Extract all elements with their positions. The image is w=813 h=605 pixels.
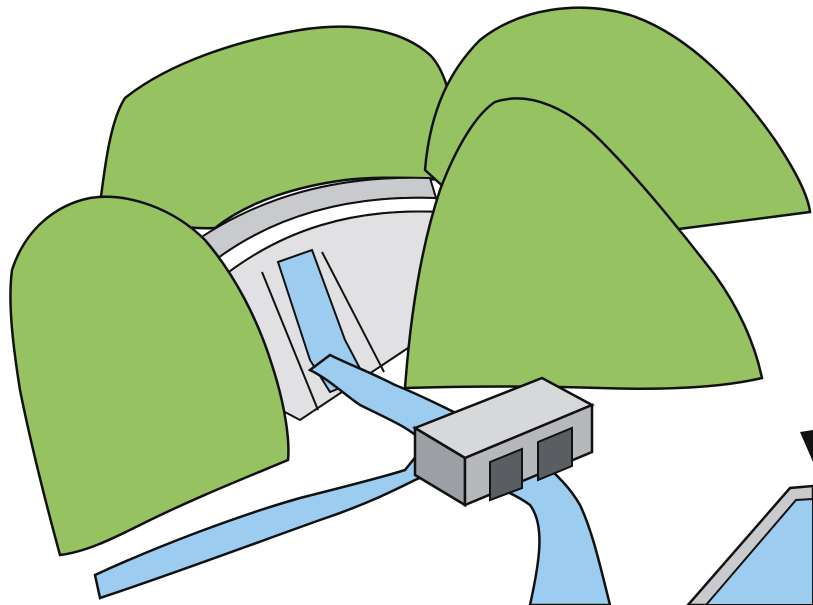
reservoir-water (706, 499, 813, 605)
reservoir-pool (688, 486, 813, 605)
flow-arrow-icon (800, 430, 813, 462)
